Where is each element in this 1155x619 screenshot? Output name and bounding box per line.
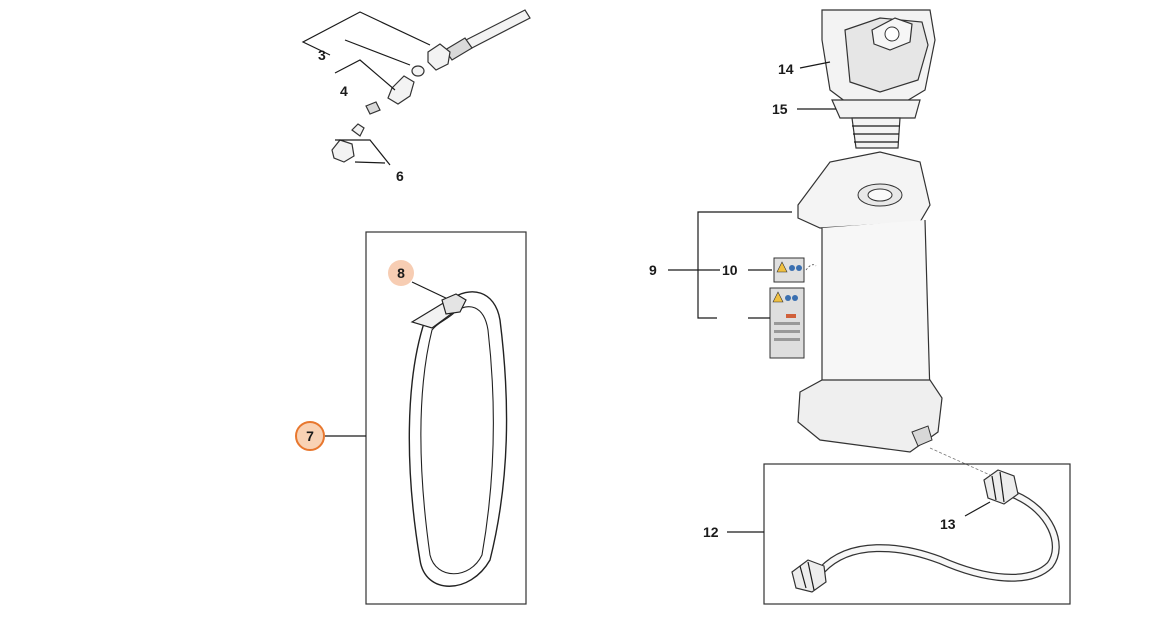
connection-line: [929, 447, 991, 476]
leader-14: [799, 61, 831, 69]
label-3: 3: [318, 47, 326, 63]
callout-7: [295, 421, 325, 451]
valve-knob: [884, 26, 900, 42]
strap-buckle: [441, 293, 467, 315]
leader-3b: [344, 39, 411, 66]
leader-8: [411, 281, 451, 301]
leader-3: [301, 11, 431, 56]
strap-frame: [365, 231, 527, 605]
leader-6b: [354, 161, 386, 164]
pump-head: 14 15: [772, 9, 936, 149]
info-icon-2: [796, 265, 802, 271]
callout-8: [388, 260, 414, 286]
label-14: 14: [778, 61, 794, 77]
label-8: 8: [397, 265, 405, 281]
leader-6: [335, 139, 391, 166]
hose-port: [911, 425, 933, 447]
leader-13: [964, 501, 991, 517]
label-7: 7: [306, 428, 314, 444]
tank-cylinder: [821, 219, 931, 396]
hose-tube: [819, 492, 1059, 581]
nozzle-assembly: 3 4 6: [301, 9, 531, 184]
label-15: 15: [772, 101, 788, 117]
hose-group: 12 13: [703, 463, 1071, 605]
shoulder-strap-inner: [420, 306, 494, 575]
tank-body: 9 10: [649, 151, 943, 453]
label-13: 13: [940, 516, 956, 532]
leader-4: [334, 59, 396, 91]
pump-collar: [831, 99, 921, 119]
strap-group: 7 8: [295, 231, 527, 605]
label-6: 6: [396, 168, 404, 184]
shoulder-strap-outer: [408, 291, 508, 587]
nozzle-pin: [351, 123, 365, 137]
nozzle-cap: [331, 139, 355, 163]
wand-tube: [461, 9, 531, 51]
hose-frame: [763, 463, 1071, 605]
o-ring: [411, 65, 425, 77]
warning-triangle-icon: [776, 261, 788, 273]
nozzle-insert: [365, 101, 381, 115]
union-nut: [427, 43, 451, 71]
tank-base: [797, 379, 943, 453]
angled-nozzle: [387, 75, 415, 105]
label-9: 9: [649, 262, 657, 278]
label-12: 12: [703, 524, 719, 540]
pump-thread: [851, 117, 901, 149]
hose-tube-outline: [818, 491, 1060, 582]
label-4: 4: [340, 83, 348, 99]
label-10: 10: [722, 262, 738, 278]
bracket-9: [697, 211, 792, 319]
info-icon: [789, 265, 795, 271]
